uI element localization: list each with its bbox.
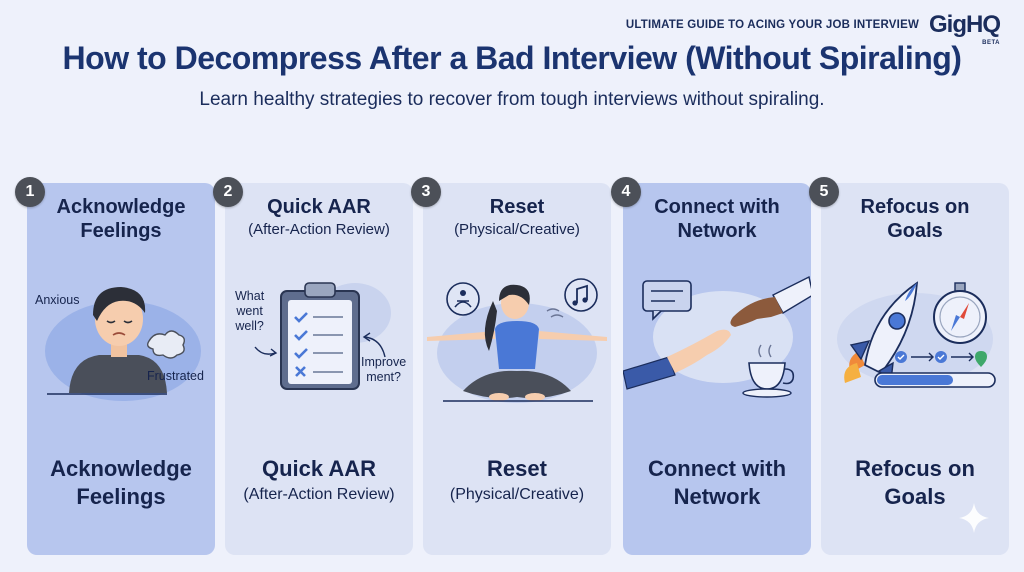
compass-icon [933,282,987,344]
yoga-person-illustration [423,273,611,413]
meditation-icon [446,282,480,316]
handshake-illustration [622,273,814,413]
step-footer-subtitle: (Physical/Creative) [449,486,585,503]
improvement-label: Improve ment? [361,355,406,385]
coffee-cup-icon [742,344,795,398]
step-subtitle: (After-Action Review) [248,221,390,238]
step-title: Connect with Network [623,195,811,243]
step-title: Acknowledge Feelings [27,195,215,243]
step-footer-line: Refocus on [855,456,975,481]
step-footer-line: Feelings [76,484,166,509]
logo-hq: HQ [966,11,1001,38]
step-footer-line: Connect with [647,456,787,481]
step-title-line: Acknowledge [56,196,186,218]
step-card-2: 2 Quick AAR (After-Action Review) [213,177,413,555]
step-title-line: Connect with [654,196,780,218]
step-number-badge: 5 [809,177,839,207]
step-footer: Acknowledge Feelings [27,455,215,511]
step-subtitle: (Physical/Creative) [454,221,580,238]
step-title-line: Refocus on [860,196,970,218]
step-number-badge: 1 [15,177,45,207]
step-footer-line: Goals [884,484,946,509]
step-title-line: Reset [489,196,545,218]
anxious-label: Anxious [35,293,80,307]
step-card-4: 4 Connect with Network [611,177,814,555]
label-line: went [236,304,263,318]
step-card-1: 1 Acknowledge Feelings Anxious Frustrate… [15,177,215,555]
step-footer-line: Quick AAR [261,456,377,481]
step-footer-line: Acknowledge [50,456,192,481]
clipboard-checklist-illustration [225,273,413,413]
progress-track [874,351,996,388]
step-card-3: 3 Reset (Physical/Creative) [411,177,611,555]
step-number-badge: 2 [213,177,243,207]
step-footer-subtitle: (After-Action Review) [243,486,395,503]
step-title-line: Quick AAR [267,196,371,218]
step-footer: Refocus on Goals [821,455,1009,511]
header-bar: ULTIMATE GUIDE TO ACING YOUR JOB INTERVI… [625,10,1001,46]
step-title-line: Network [677,220,757,242]
page-title: How to Decompress After a Bad Interview … [62,40,962,76]
step-footer-line: Network [673,484,761,509]
step-footer-line: Reset [487,456,547,481]
rocket-goals-illustration [821,273,1009,413]
step-number-badge: 3 [411,177,441,207]
guide-label: ULTIMATE GUIDE TO ACING YOUR JOB INTERVI… [625,19,919,31]
step-title-line: Feelings [80,220,162,242]
label-line: well? [235,319,264,333]
logo-beta: BETA [982,40,1000,46]
sparkle-icon [959,503,989,533]
step-footer: Reset (Physical/Creative) [423,455,611,507]
step-title: Refocus on Goals [821,195,1009,243]
frustrated-label: Frustrated [147,369,204,383]
music-note-icon [564,278,598,312]
logo-gig: Gig [929,11,967,38]
what-went-well-label: What went well? [235,289,264,334]
step-title-line: Goals [887,220,943,242]
step-footer: Connect with Network [623,455,811,511]
label-line: ment? [366,370,401,384]
step-footer: Quick AAR (After-Action Review) [225,455,413,507]
label-line: What [235,289,265,303]
page-subtitle: Learn healthy strategies to recover from… [199,89,825,110]
chat-bubble-icon [642,280,692,321]
step-card-5: 5 Refocus on Goals [809,177,1009,555]
step-title: Quick AAR (After-Action Review) [225,195,413,241]
stressed-person-illustration [27,273,215,413]
step-number-badge: 4 [611,177,641,207]
label-line: Improve [361,355,407,369]
steps-container: 1 Acknowledge Feelings Anxious Frustrate… [15,177,1011,555]
step-title: Reset (Physical/Creative) [423,195,611,241]
